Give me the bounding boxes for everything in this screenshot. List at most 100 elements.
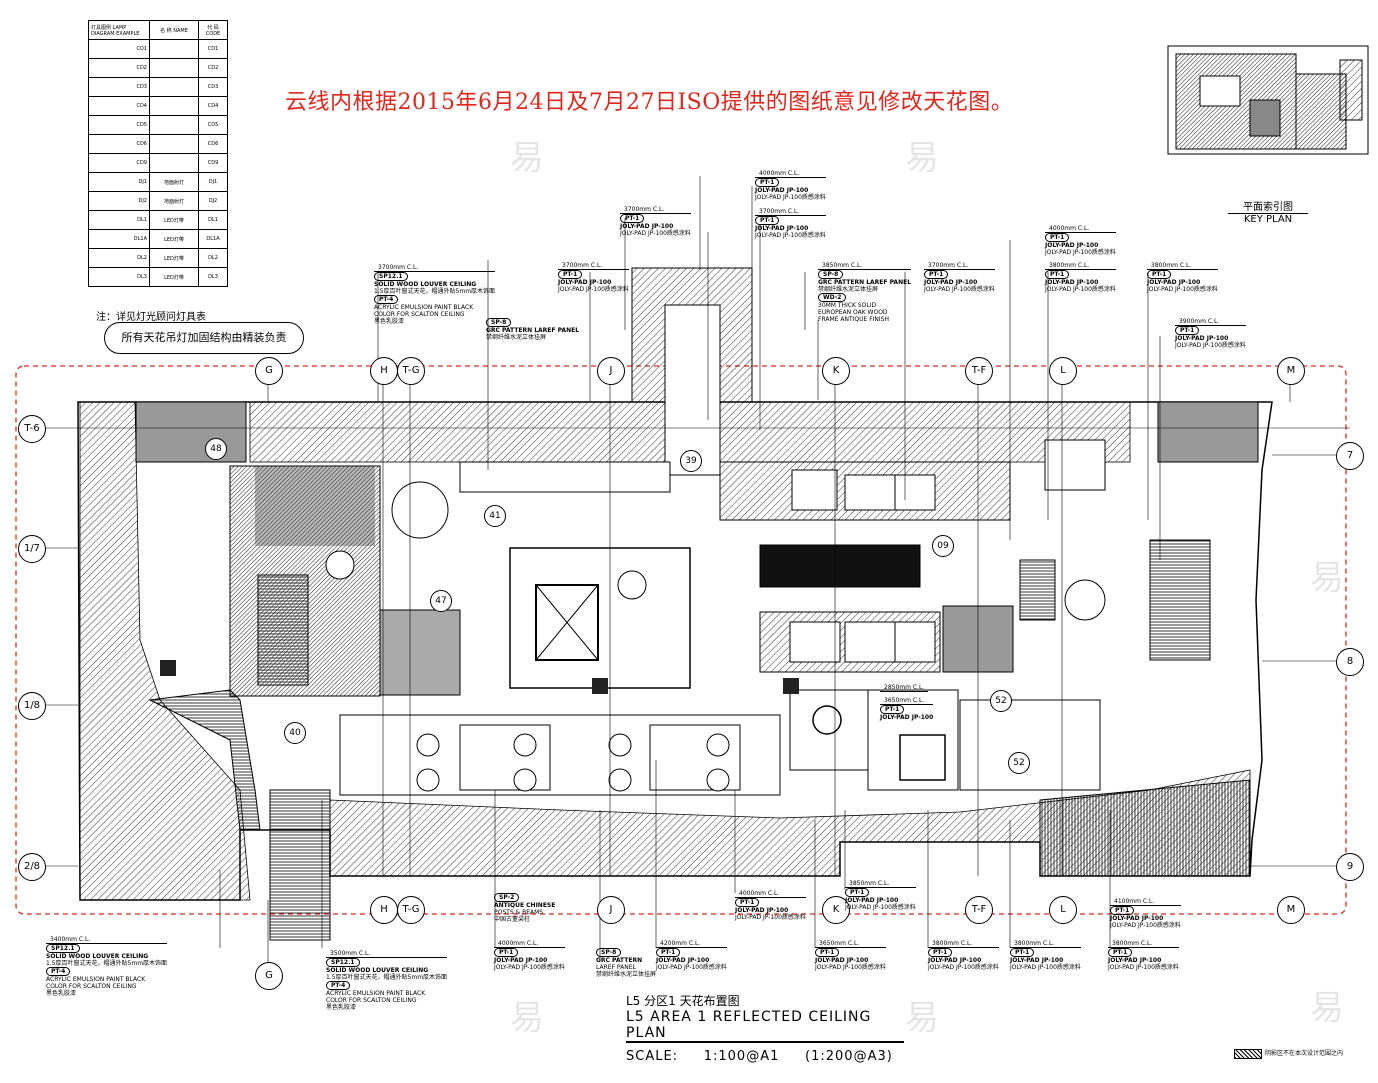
tag-code-row: SP12.1 (374, 272, 495, 281)
tag-code-row: PT-1 (656, 948, 727, 957)
tag-l2: JOLY-PAD JP-100质感涂料 (1147, 286, 1218, 293)
tag-l2: JOLY-PAD JP-100质感涂料 (494, 964, 565, 971)
legend-row: CD5 CD5 (88, 115, 228, 135)
tag-code: PT-1 (1108, 948, 1133, 957)
grid-bubble: K (822, 357, 850, 385)
tag-cl: 4000mm C.L. (494, 940, 565, 948)
legend-cell-name (149, 77, 199, 97)
tag-l2: JOLY-PAD JP-100质感涂料 (558, 286, 629, 293)
hatch-legend: 阴影区不在本次设计范围之内 (1234, 1048, 1343, 1059)
legend-cell-code: CD2 (198, 58, 228, 78)
tag-l5: FRAME ANTIQUE FINISH (818, 316, 889, 323)
tag-cl: 3700mm C.L. (374, 264, 496, 272)
tag-code-row: WD-2 (818, 293, 911, 302)
tag-code: SP-8 (818, 270, 844, 279)
tag-code-row: PT-1 (1147, 270, 1218, 279)
tag-l2: JOLY-PAD JP-100质感涂料 (845, 904, 916, 911)
tag-l3: ACRYLIC EMULSION PAINT BLACK (374, 304, 474, 311)
tag-code-row: SP-8 (486, 318, 579, 327)
tag-l1: JOLY-PAD JP-100 (656, 957, 710, 964)
tag-code-row: SP12.1 (326, 958, 447, 967)
tag-l2: JOLY-PAD JP-100质感涂料 (815, 964, 886, 971)
tag-code-row: PT-4 (326, 981, 447, 990)
legend-cell-code: DJ2 (198, 191, 228, 211)
tag-code-row: SP-8 (818, 270, 911, 279)
tag-l3: 中国古董梁柱 (494, 916, 531, 923)
tag-l1: JOLY-PAD JP-100 (1108, 957, 1162, 964)
leader-lines (219, 176, 1161, 960)
building-outline (77, 267, 1273, 941)
tag-cl: 3500mm C.L. (326, 950, 448, 958)
tag-code-row: PT-1 (755, 216, 826, 225)
watermark: 易 (510, 138, 544, 178)
tag-code-row: PT-1 (620, 214, 691, 223)
detail-tag: 39 (680, 450, 702, 472)
grid-bubble: L (1049, 896, 1077, 924)
key-plan-thumbnail (1167, 45, 1369, 155)
scale-label: SCALE: (626, 1049, 679, 1064)
tag-code-row: SP-8 (596, 948, 656, 957)
tag-code-row: PT-1 (1175, 326, 1246, 335)
tag-code-row: PT-1 (1045, 270, 1116, 279)
key-plan-label: 平面索引图 KEY PLAN (1228, 198, 1308, 225)
legend-cell-symbol: CD5 (88, 115, 150, 135)
grid-bubble: H (370, 357, 398, 385)
tag-l5: 黑色乳胶漆 (46, 990, 77, 997)
tag-code-row: PT-1 (1010, 948, 1081, 957)
detail-tag: 47 (430, 590, 452, 612)
tag-l1: GRC PATTERN LAREF PANEL (486, 327, 580, 334)
scale-a3: (1:200@A3) (805, 1049, 893, 1064)
watermark: 易 (1310, 988, 1344, 1028)
legend-cell-name: LED灯带 (149, 210, 199, 230)
tag-code-row: PT-1 (1110, 906, 1181, 915)
tag-code-row: PT-4 (46, 967, 167, 976)
legend-cell-name (149, 134, 199, 154)
tag-l2: JOLY-PAD JP-100质感涂料 (755, 232, 826, 239)
tag-l2: 禁纲纤维水泥立体挂屏 (818, 286, 879, 293)
tag-l1: GRC PATTERN (596, 957, 643, 964)
legend-cell-symbol: CD3 (88, 77, 150, 97)
tag-l1: JOLY-PAD JP-100 (845, 897, 899, 904)
tag-l1: SOLID WOOD LOUVER CEILING (46, 953, 149, 960)
detail-tag: 09 (932, 535, 954, 557)
tag-code: SP12.1 (46, 944, 80, 953)
legend-header: 代 码 CODE (198, 20, 228, 40)
tag-code: PT-1 (928, 948, 953, 957)
tag-code: PT-1 (1045, 270, 1070, 279)
tag-l2: POSTS & BEAMS (494, 909, 544, 916)
grid-bubble: T-6 (18, 415, 46, 443)
tag-l2: 1.5厚百叶窗式天花，帽通外贴5mm厚木饰面 (326, 974, 448, 981)
legend-cell-code: CD4 (198, 96, 228, 116)
watermark: 易 (510, 998, 544, 1038)
legend-cell-name (149, 153, 199, 173)
key-plan-cn: 平面索引图 (1228, 198, 1308, 214)
tag-code-row: PT-1 (845, 888, 916, 897)
legend-cell-code: DL2 (198, 248, 228, 268)
tag-cl: 3800mm C.L. (1045, 262, 1116, 270)
tag-cl: 3850mm C.L. (845, 880, 916, 888)
legend-cell-code: CD5 (198, 115, 228, 135)
tag-code: PT-1 (1045, 233, 1070, 242)
hatch-swatch (1234, 1048, 1262, 1059)
legend-header: 灯具图例 LAMP DIAGRAM EXAMPLE (88, 20, 150, 40)
scale-a1: 1:100@A1 (703, 1049, 780, 1064)
legend-cell-code: CD3 (198, 77, 228, 97)
legend-cell-symbol: CD4 (88, 96, 150, 116)
tag-cl: 3650mm C.L. (880, 697, 934, 705)
legend-cell-symbol: CD2 (88, 58, 150, 78)
tag-l2: 1.5厚百叶窗式天花，帽通外贴5mm厚木饰面 (46, 960, 168, 967)
